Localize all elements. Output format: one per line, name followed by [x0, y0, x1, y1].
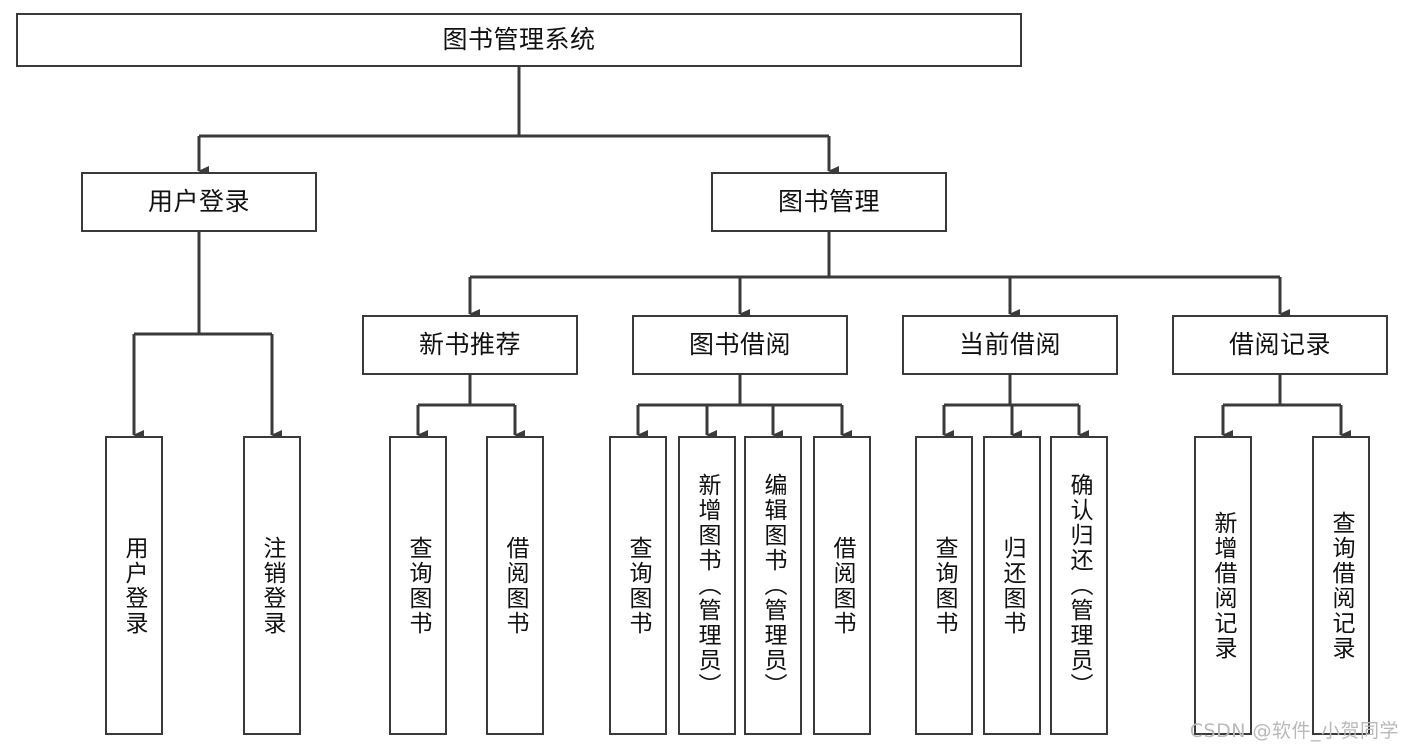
node-borrow-record[interactable]: 借阅记录: [1172, 315, 1388, 375]
node-book-borrow[interactable]: 图书借阅: [632, 315, 848, 375]
node-label: 新书推荐: [418, 330, 521, 360]
node-new-book-recommend[interactable]: 新书推荐: [362, 315, 578, 375]
node-label: 查询借阅记录: [1328, 510, 1355, 661]
node-book-management-module[interactable]: 图书管理: [711, 172, 947, 232]
node-leaf-borrow-book[interactable]: 借阅图书: [813, 436, 871, 735]
node-label: 编辑图书（管理员）: [760, 473, 787, 698]
node-leaf-confirm-return-admin[interactable]: 确认归还（管理员）: [1050, 436, 1108, 735]
node-leaf-user-logout[interactable]: 注销登录: [243, 436, 301, 735]
node-label: 用户登录: [121, 535, 148, 636]
node-leaf-user-login[interactable]: 用户登录: [105, 436, 163, 735]
node-leaf-current-query-book[interactable]: 查询图书: [915, 436, 973, 735]
node-label: 图书管理系统: [442, 25, 596, 55]
node-label: 借阅图书: [829, 535, 856, 636]
node-leaf-new-borrow-book[interactable]: 借阅图书: [486, 436, 544, 735]
node-label: 归还图书: [999, 535, 1026, 636]
node-label: 新增图书（管理员）: [694, 473, 721, 698]
node-leaf-new-query-book[interactable]: 查询图书: [389, 436, 447, 735]
node-label: 新增借阅记录: [1210, 510, 1237, 661]
node-label: 当前借阅: [958, 330, 1061, 360]
node-root[interactable]: 图书管理系统: [16, 13, 1022, 67]
node-leaf-add-book-admin[interactable]: 新增图书（管理员）: [678, 436, 736, 735]
node-user-login-module[interactable]: 用户登录: [81, 172, 317, 232]
node-label: 图书借阅: [688, 330, 791, 360]
node-label: 查询图书: [405, 535, 432, 636]
node-label: 注销登录: [259, 535, 286, 636]
node-label: 图书管理: [777, 187, 880, 217]
node-leaf-add-borrow-record[interactable]: 新增借阅记录: [1194, 436, 1252, 735]
node-label: 查询图书: [625, 535, 652, 636]
node-label: 确认归还（管理员）: [1066, 473, 1093, 698]
node-label: 查询图书: [931, 535, 958, 636]
node-leaf-return-book[interactable]: 归还图书: [983, 436, 1041, 735]
node-current-borrow[interactable]: 当前借阅: [902, 315, 1118, 375]
node-leaf-query-borrow-record[interactable]: 查询借阅记录: [1312, 436, 1370, 735]
node-leaf-borrow-query-book[interactable]: 查询图书: [609, 436, 667, 735]
watermark: CSDN @软件_小贺同学: [1189, 720, 1399, 742]
node-leaf-edit-book-admin[interactable]: 编辑图书（管理员）: [744, 436, 802, 735]
node-label: 借阅记录: [1228, 330, 1331, 360]
node-label: 借阅图书: [502, 535, 529, 636]
node-label: 用户登录: [147, 187, 250, 217]
